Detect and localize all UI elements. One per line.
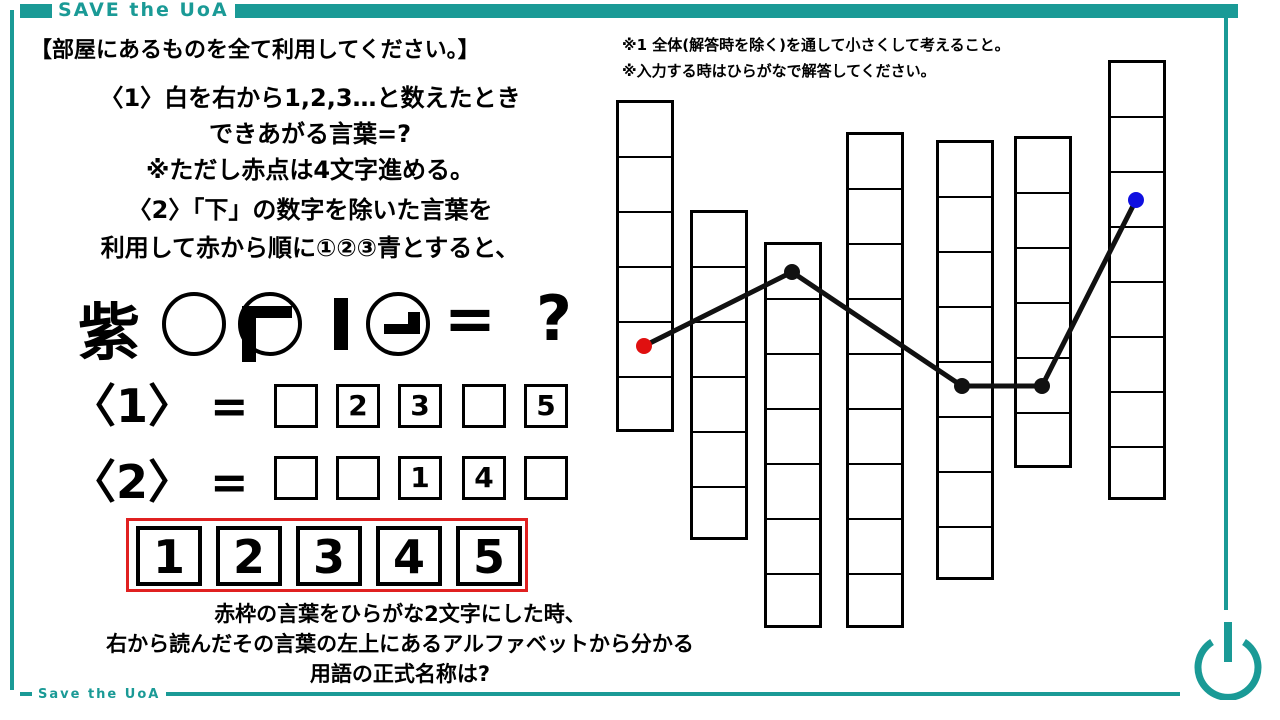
red-box-4: 4 bbox=[376, 526, 442, 586]
red-box-2: 2 bbox=[216, 526, 282, 586]
frame-right-border bbox=[1224, 10, 1228, 610]
red-box-3: 3 bbox=[296, 526, 362, 586]
grid-column-6 bbox=[1014, 136, 1072, 468]
grid-column-4 bbox=[846, 132, 904, 628]
q1-line2: できあがる言葉=? bbox=[208, 120, 412, 148]
logo: SAVE the UoA bbox=[52, 0, 235, 20]
power-icon[interactable] bbox=[1188, 620, 1268, 700]
row1-box-4 bbox=[462, 384, 506, 428]
note-2: ※入力する時はひらがなで解答してください。 bbox=[622, 62, 936, 80]
row2-box-1 bbox=[274, 456, 318, 500]
red-box-5: 5 bbox=[456, 526, 522, 586]
footer-label: Save the UoA bbox=[32, 686, 167, 704]
red-frame bbox=[126, 518, 528, 592]
row2-box-4: 4 bbox=[462, 456, 506, 500]
grid-column-3 bbox=[764, 242, 822, 628]
q2-line2: 利用して赤から順に①②③青とすると、 bbox=[100, 234, 520, 262]
page-title: 【部屋にあるものを全て利用してください。】 bbox=[30, 38, 480, 63]
row1-box-2: 2 bbox=[336, 384, 380, 428]
bottom-line1: 赤枠の言葉をひらがな2文字にした時、 bbox=[214, 602, 586, 626]
note-1: ※1 全体(解答時を除く)を通して小さくして考えること。 bbox=[622, 36, 1010, 54]
equation-symbols bbox=[162, 292, 430, 362]
frame-bottom-border bbox=[20, 692, 1180, 696]
grid-column-7 bbox=[1108, 60, 1166, 500]
red-box-1: 1 bbox=[136, 526, 202, 586]
equation-question: ? bbox=[536, 282, 572, 355]
row2-box-5 bbox=[524, 456, 568, 500]
equation-kanji: 紫 bbox=[78, 296, 141, 369]
row2-box-3: 1 bbox=[398, 456, 442, 500]
q2-line1: 〈2〉「下」の数字を除いた言葉を bbox=[127, 196, 493, 224]
frame-left-border bbox=[10, 10, 14, 690]
row2-label: 〈2〉 = bbox=[70, 455, 249, 509]
row1-box-5: 5 bbox=[524, 384, 568, 428]
row1-label: 〈1〉 = bbox=[70, 379, 249, 433]
grid-column-1 bbox=[616, 100, 674, 432]
q1-note: ※ただし赤点は4文字進める。 bbox=[145, 156, 475, 184]
frame-top-border bbox=[20, 4, 1238, 18]
row1-box-3: 3 bbox=[398, 384, 442, 428]
bottom-line3: 用語の正式名称は? bbox=[309, 662, 491, 686]
grid-column-5 bbox=[936, 140, 994, 580]
q1-line1: 〈1〉白を右から1,2,3…と数えたとき bbox=[99, 84, 521, 112]
grid-column-2 bbox=[690, 210, 748, 540]
row1-box-1 bbox=[274, 384, 318, 428]
bottom-line2: 右から読んだその言葉の左上にあるアルファベットから分かる bbox=[106, 632, 694, 656]
equation-equals: = bbox=[444, 282, 496, 355]
row2-box-2 bbox=[336, 456, 380, 500]
